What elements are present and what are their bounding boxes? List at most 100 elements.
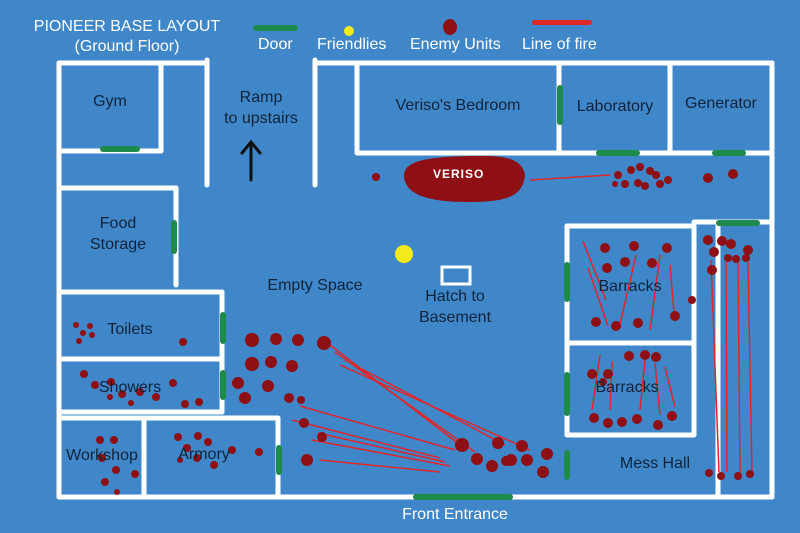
line-of-fire (664, 366, 676, 408)
enemy-unit (128, 400, 134, 406)
enemy-unit (627, 166, 635, 174)
enemy-unit (301, 454, 313, 466)
enemy-unit (647, 258, 657, 268)
enemy-unit (255, 448, 263, 456)
enemy-unit (112, 466, 120, 474)
enemy-unit (703, 173, 713, 183)
map-title: PIONEER BASE LAYOUT (33, 18, 221, 35)
enemy-unit (471, 453, 483, 465)
enemy-unit (602, 263, 612, 273)
enemy-unit (599, 378, 607, 386)
enemy-unit (624, 351, 634, 361)
enemy-unit (632, 414, 642, 424)
door-food-storage (171, 220, 177, 254)
enemy-unit (617, 417, 627, 427)
enemy-unit (98, 454, 106, 462)
enemy-unit (662, 243, 672, 253)
line-of-fire (587, 267, 609, 327)
enemy-unit (177, 457, 183, 463)
enemy-unit (239, 392, 251, 404)
enemy-unit (270, 333, 282, 345)
line-of-fire (639, 359, 646, 411)
enemy-unit (633, 318, 643, 328)
enemy-unit (707, 265, 717, 275)
room-workshop-label: Workshop (66, 447, 138, 464)
enemy-unit (181, 400, 189, 408)
enemy-unit (521, 454, 533, 466)
enemy-unit (636, 163, 644, 171)
enemy-unit (591, 317, 601, 327)
line-of-fire (529, 174, 611, 181)
enemy-unit (688, 296, 696, 304)
enemy-unit (537, 466, 549, 478)
hatch-label-2: Basement (418, 309, 492, 326)
line-of-fire (334, 351, 476, 453)
enemy-unit (614, 171, 622, 179)
enemy-unit (136, 388, 144, 396)
enemy-unit (646, 167, 654, 175)
room-ramp-label-2: to upstairs (224, 110, 298, 127)
room-armory-label: Armory (178, 446, 230, 463)
enemy-unit (651, 352, 661, 362)
enemy-unit (232, 377, 244, 389)
enemy-unit (743, 245, 753, 255)
enemy-unit (746, 470, 754, 478)
enemy-unit (603, 418, 613, 428)
hatch-outline (440, 265, 472, 286)
enemy-unit (193, 454, 201, 462)
enemy-unit (621, 180, 629, 188)
door-barracks-1 (564, 262, 570, 302)
enemy-unit (262, 380, 274, 392)
enemy-unit (210, 461, 218, 469)
line-of-fire (317, 432, 446, 463)
line-of-fire (654, 362, 661, 416)
enemy-unit (734, 472, 742, 480)
enemy-unit (265, 356, 277, 368)
enemy-unit (732, 255, 740, 263)
enemy-unit (297, 396, 305, 404)
line-of-fire (737, 261, 741, 474)
room-bedroom-label: Veriso's Bedroom (395, 97, 521, 114)
enemy-unit (603, 369, 613, 379)
enemy-unit (717, 472, 725, 480)
room-gym-label: Gym (93, 93, 127, 110)
room-laboratory-label: Laboratory (576, 98, 654, 115)
door-front-entrance (413, 494, 513, 500)
enemy-unit (372, 173, 380, 181)
line-of-fire (710, 259, 720, 473)
legend-friendlies-label: Friendlies (317, 36, 387, 53)
door-mess-hall-west (564, 450, 570, 480)
enemy-unit (118, 390, 126, 398)
enemy-unit (612, 181, 618, 187)
line-of-fire (311, 439, 451, 467)
legend-line-of-fire-swatch (532, 20, 592, 25)
line-of-fire (319, 459, 441, 473)
enemy-unit (652, 171, 660, 179)
legend (253, 19, 592, 36)
enemy-unit (169, 379, 177, 387)
line-of-fire (291, 419, 441, 459)
room-showers-label: Showers (98, 379, 162, 396)
enemy-unit (516, 440, 528, 452)
enemy-unit (89, 332, 95, 338)
enemy-unit (228, 446, 236, 454)
room-generator-label: Generator (684, 95, 758, 112)
line-of-fire (299, 405, 456, 451)
enemy-unit (183, 444, 191, 452)
enemy-unit (705, 469, 713, 477)
door-laboratory (596, 150, 640, 156)
enemy-unit (703, 235, 713, 245)
room-barracks-2-label: Barracks (595, 379, 659, 396)
enemy-unit (152, 393, 160, 401)
enemy-unit (204, 438, 212, 446)
room-ramp-label: Ramp (239, 89, 283, 106)
enemy-unit (292, 334, 304, 346)
enemy-units (73, 163, 754, 495)
enemy-unit (455, 438, 469, 452)
enemy-unit (73, 322, 79, 328)
veriso-label: VERISO (433, 167, 485, 181)
enemy-unit (174, 433, 182, 441)
enemy-unit (317, 432, 327, 442)
line-of-fire (619, 254, 637, 325)
